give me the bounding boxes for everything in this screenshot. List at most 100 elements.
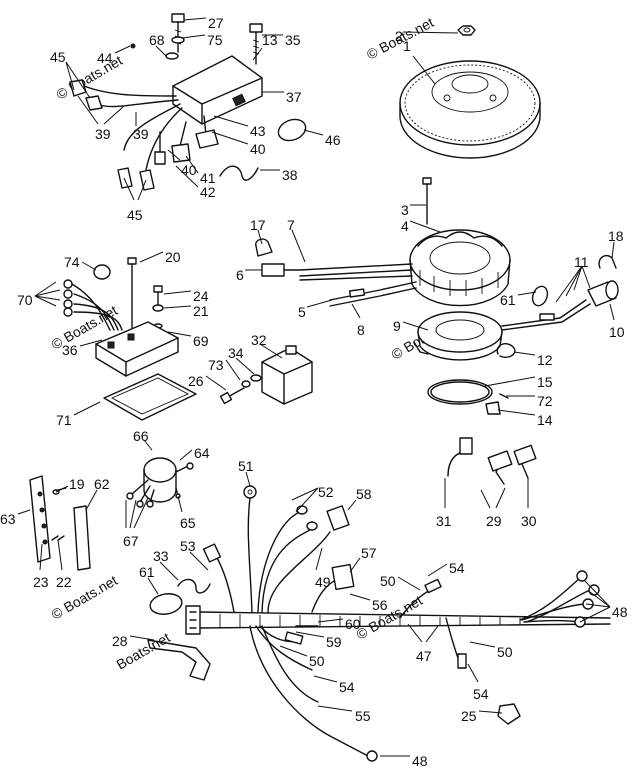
callout-22: 22 (56, 574, 72, 590)
callout-61: 61 (139, 564, 155, 580)
clip-18 (598, 254, 617, 269)
callout-41: 41 (200, 170, 216, 186)
leader-line-46 (303, 129, 324, 136)
callout-35: 35 (285, 32, 301, 48)
leader-line-39 (103, 105, 125, 125)
callout-75: 75 (207, 32, 223, 48)
leader-line-64 (179, 449, 193, 461)
callout-20: 20 (165, 249, 181, 265)
callout-23: 23 (33, 574, 49, 590)
leader-line-48 (585, 603, 611, 608)
stator-leads (261, 263, 417, 307)
callout-29: 29 (486, 513, 502, 529)
leader-line-48 (583, 579, 611, 608)
leader-line-45 (65, 61, 75, 91)
leader-line-8 (351, 303, 361, 319)
callout-72: 72 (537, 393, 553, 409)
callout-8: 8 (357, 322, 365, 338)
callout-44: 44 (97, 50, 113, 66)
callout-28: 28 (112, 633, 128, 649)
leader-line-47 (425, 625, 439, 643)
clip-38 (219, 165, 259, 181)
leader-line-66 (143, 439, 153, 451)
leader-line-11 (573, 265, 583, 291)
callout-6: 6 (236, 267, 244, 283)
leader-line-67 (133, 497, 149, 529)
leader-line-57 (349, 557, 361, 573)
coil-hardware (219, 374, 262, 405)
leader-line-9 (402, 321, 429, 331)
callout-36: 36 (62, 342, 78, 358)
callout-5: 5 (298, 304, 306, 320)
leader-line-11 (555, 265, 583, 303)
callout-30: 30 (521, 513, 537, 529)
callout-31: 31 (436, 513, 452, 529)
callout-3: 3 (401, 202, 409, 218)
bolt-27 (171, 13, 185, 53)
leader-line-55 (317, 705, 353, 712)
leader-line-12 (513, 351, 536, 356)
screw-24-21 (152, 285, 164, 329)
leader-line-74 (81, 261, 97, 271)
callout-56: 56 (372, 597, 388, 613)
clip-61b (149, 593, 183, 615)
leader-line-26 (205, 375, 227, 391)
callout-73: 73 (208, 357, 224, 373)
callout-37: 37 (286, 89, 302, 105)
leader-line-69 (167, 331, 192, 337)
bolt-35 (249, 23, 263, 65)
leader-line-43 (213, 115, 249, 127)
callout-7: 7 (287, 217, 295, 233)
clip-46 (277, 118, 307, 142)
stator (409, 229, 511, 307)
callout-71: 71 (56, 412, 72, 428)
leader-line-63 (17, 509, 31, 515)
callout-33: 33 (153, 548, 169, 564)
callout-63: 63 (0, 511, 16, 527)
callout-52: 52 (318, 484, 334, 500)
callout-10: 10 (609, 324, 625, 340)
leader-line-11 (565, 265, 583, 297)
leader-line-61 (517, 291, 537, 296)
watermark-text: © Boats.net (354, 592, 426, 643)
callout-57: 57 (361, 545, 377, 561)
leader-line-23 (39, 543, 43, 571)
callout-50: 50 (380, 573, 396, 589)
callout-17: 17 (250, 217, 266, 233)
leader-line-53 (189, 551, 209, 571)
leader-line-68 (155, 45, 167, 57)
leader-line-50 (469, 641, 496, 648)
callout-40: 40 (250, 141, 266, 157)
leader-line-73 (225, 359, 241, 381)
callout-21: 21 (193, 303, 209, 319)
harness-branches (202, 485, 467, 669)
callout-67: 67 (123, 533, 139, 549)
terminal-44 (130, 43, 136, 49)
leader-line-44 (114, 45, 131, 54)
leader-line-18 (611, 241, 615, 259)
starter-solenoid (126, 457, 194, 508)
screw-20 (127, 257, 137, 329)
leader-line-54 (427, 563, 448, 577)
callout-45: 45 (50, 49, 66, 65)
callout-50: 50 (497, 644, 513, 660)
callout-15: 15 (537, 374, 553, 390)
switch-box (95, 321, 179, 377)
leader-line-48 (579, 606, 611, 623)
timer-base-leads (501, 299, 591, 331)
callout-54: 54 (339, 679, 355, 695)
leader-line-62 (85, 489, 98, 511)
main-harness (185, 605, 611, 635)
switch-box-leads (63, 264, 123, 331)
callout-43: 43 (250, 123, 266, 139)
gasket-71 (103, 373, 197, 421)
callout-39: 39 (133, 126, 149, 142)
terminal-block (29, 475, 51, 563)
callout-48: 48 (612, 604, 628, 620)
leader-line-47 (407, 623, 423, 643)
leader-line-58 (347, 499, 357, 511)
callout-54: 54 (449, 560, 465, 576)
callout-45: 45 (127, 207, 143, 223)
